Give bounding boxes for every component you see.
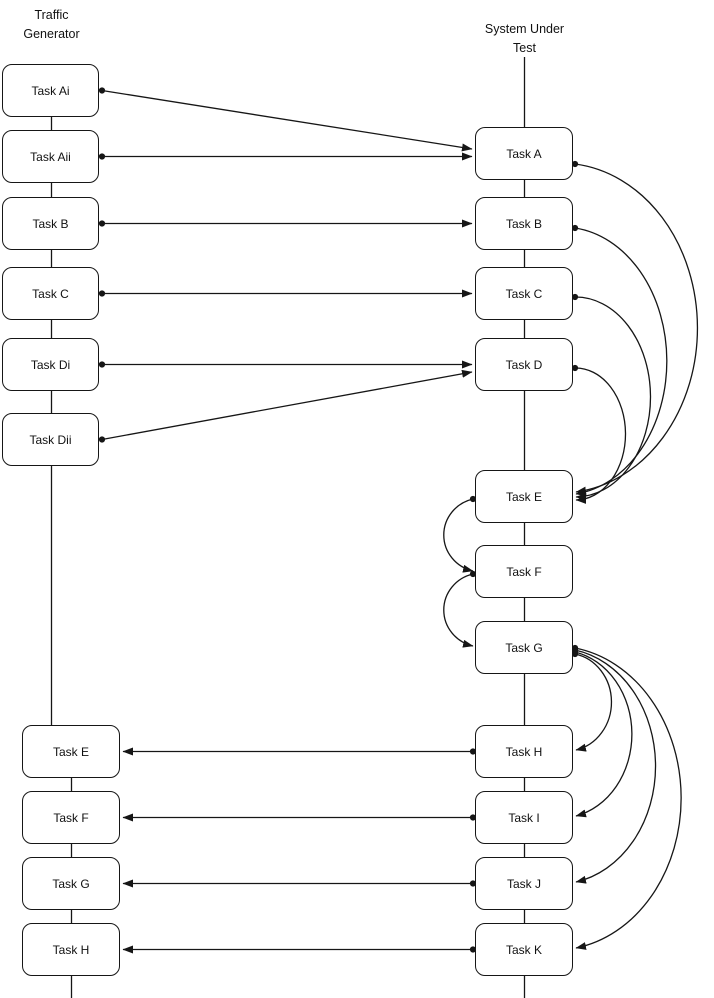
node-sut-task-k: Task K bbox=[475, 923, 573, 976]
node-tg-task-h: Task H bbox=[22, 923, 120, 976]
node-sut-task-d: Task D bbox=[475, 338, 573, 391]
edge-sut-b-to-sut-e bbox=[571, 224, 668, 497]
node-tg-task-e: Task E bbox=[22, 725, 120, 778]
column-header-traffic-generator: Traffic Generator bbox=[0, 6, 104, 44]
node-sut-task-a: Task A bbox=[475, 127, 573, 180]
edge-sut-a-to-sut-e bbox=[571, 160, 699, 495]
node-tg-task-b: Task B bbox=[2, 197, 99, 250]
edge-sut-e-to-sut-f bbox=[443, 495, 477, 573]
node-sut-task-c: Task C bbox=[475, 267, 573, 320]
node-sut-task-j: Task J bbox=[475, 857, 573, 910]
node-sut-task-b: Task B bbox=[475, 197, 573, 250]
node-sut-task-i: Task I bbox=[475, 791, 573, 844]
edge-tg-ai-to-sut-a bbox=[98, 87, 473, 152]
node-sut-task-e: Task E bbox=[475, 470, 573, 523]
edge-sut-g-to-sut-i bbox=[571, 648, 633, 818]
edge-sut-d-to-sut-e bbox=[571, 364, 627, 504]
node-sut-task-f: Task F bbox=[475, 545, 573, 598]
header-line: Traffic bbox=[34, 8, 69, 22]
node-tg-task-di: Task Di bbox=[2, 338, 99, 391]
node-tg-task-f: Task F bbox=[22, 791, 120, 844]
edge-sut-g-to-sut-h bbox=[571, 650, 613, 752]
header-line: Generator bbox=[23, 27, 80, 41]
traffic-generator-lifeline bbox=[50, 117, 73, 998]
column-header-system-under-test: System Under Test bbox=[454, 20, 595, 58]
edge-tg-dii-to-sut-d bbox=[98, 369, 473, 443]
node-tg-task-g: Task G bbox=[22, 857, 120, 910]
node-sut-task-g: Task G bbox=[475, 621, 573, 674]
node-sut-task-h: Task H bbox=[475, 725, 573, 778]
header-line: System Under bbox=[484, 22, 565, 36]
node-tg-task-c: Task C bbox=[2, 267, 99, 320]
edge-sut-g-to-sut-k bbox=[571, 644, 682, 950]
node-tg-task-dii: Task Dii bbox=[2, 413, 99, 466]
edge-sut-c-to-sut-e bbox=[571, 293, 652, 501]
node-tg-task-aii: Task Aii bbox=[2, 130, 99, 183]
edge-sut-f-to-sut-g bbox=[443, 570, 477, 648]
header-line: Test bbox=[513, 41, 536, 55]
node-tg-task-ai: Task Ai bbox=[2, 64, 99, 117]
edge-sut-g-to-sut-j bbox=[571, 646, 657, 884]
